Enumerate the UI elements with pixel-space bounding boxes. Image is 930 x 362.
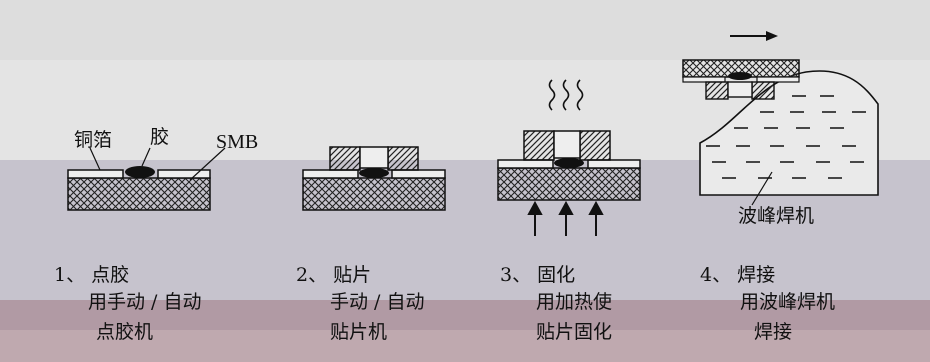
step1-board	[67, 147, 226, 211]
step1-desc-line1: 用手动 / 自动	[88, 291, 202, 313]
glue-label: 胶	[150, 126, 170, 148]
step1-title: 1、 点胶	[54, 264, 130, 286]
step2-desc-line2: 贴片机	[330, 321, 388, 343]
copper-foil-right	[157, 169, 211, 179]
glue-dot	[125, 166, 155, 178]
step2-title: 2、 贴片	[296, 264, 372, 286]
wave-solder-tank	[699, 70, 879, 206]
step2-desc-line1: 手动 / 自动	[330, 291, 425, 313]
step1-desc-line2: 点胶机	[96, 321, 154, 343]
step3-board	[497, 130, 641, 201]
heat-arrows	[527, 200, 604, 236]
heat-waves	[548, 79, 584, 111]
copper-foil-left	[67, 169, 124, 179]
step2-board	[302, 146, 446, 211]
step3-desc-line1: 用加热使	[536, 291, 613, 313]
conveyor-arrow	[730, 31, 778, 41]
step4-desc-line2: 焊接	[754, 321, 793, 343]
smb-label: SMB	[216, 131, 259, 153]
step4-desc-line1: 用波峰焊机	[740, 291, 836, 313]
step3-desc-line2: 贴片固化	[536, 321, 613, 343]
step4-title: 4、 焊接	[700, 264, 776, 286]
bottom-band	[0, 300, 930, 362]
step4-board	[682, 59, 800, 100]
copper-foil-label: 铜箔	[74, 129, 113, 151]
smd-component	[329, 146, 419, 171]
wave-solder-machine-label: 波峰焊机	[738, 205, 815, 227]
step3-title: 3、 固化	[500, 264, 576, 286]
